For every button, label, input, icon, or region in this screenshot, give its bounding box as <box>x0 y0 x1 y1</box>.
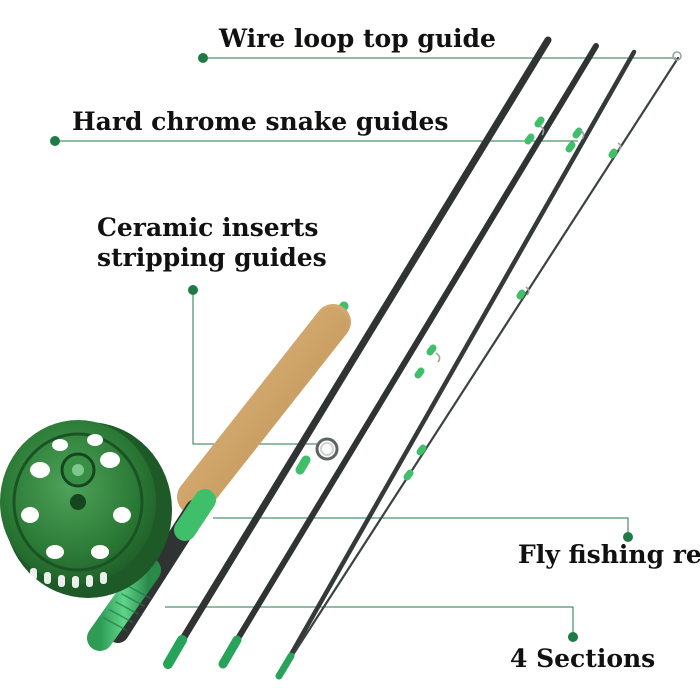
rod-section-tip <box>276 56 680 680</box>
callout-lines <box>55 57 676 636</box>
reel-ports <box>21 434 131 559</box>
guides <box>315 51 682 461</box>
callout-dots <box>50 53 633 642</box>
cork-handle <box>177 304 351 515</box>
reel-frame-slots <box>30 568 107 588</box>
ferrule-butt <box>163 635 187 669</box>
wrap-9 <box>516 289 526 300</box>
callout-ceramic-stripping-guides: Ceramic inserts stripping guides <box>97 213 327 272</box>
wrap-5 <box>426 344 437 356</box>
callout-4-sections: 4 Sections <box>510 644 656 673</box>
dot-snake-guides <box>50 136 60 146</box>
top-guide-loop <box>672 51 682 61</box>
section-ferrules <box>163 635 295 680</box>
wrap-10 <box>608 148 618 159</box>
guide-wraps <box>295 116 618 481</box>
wrap-12 <box>295 455 311 475</box>
dot-sections <box>568 632 578 642</box>
callout-ceramic-line2: stripping guides <box>97 242 327 272</box>
wrap-4 <box>565 141 576 153</box>
callout-hard-chrome-snake-guides: Hard chrome snake guides <box>72 107 449 136</box>
leader-sections <box>165 606 574 636</box>
snake-guide-4 <box>525 286 530 296</box>
rod-section-butt <box>166 36 552 664</box>
reel-seat <box>87 489 216 651</box>
reel-seat-hood <box>174 489 216 541</box>
snake-guide-5 <box>617 142 622 151</box>
fly-reel <box>0 420 172 598</box>
leader-reel <box>213 517 629 536</box>
rod-section-mid2 <box>278 49 637 675</box>
stripping-guide-insert <box>320 442 334 456</box>
dot-reel <box>623 532 633 542</box>
wrap-2 <box>524 133 535 145</box>
ferrule-mid1 <box>218 635 242 669</box>
callout-fly-fishing-reel: Fly fishing reel <box>518 540 700 569</box>
wrap-8 <box>403 469 414 481</box>
rod-section-mid1 <box>222 43 599 663</box>
snake-guide-3 <box>435 352 441 363</box>
dot-top-guide <box>198 53 208 63</box>
ferrule-mid2 <box>275 652 295 680</box>
dot-stripping-guides <box>188 285 198 295</box>
leader-stripping-guides <box>192 290 318 445</box>
wrap-1 <box>534 116 545 128</box>
wrap-6 <box>414 367 425 379</box>
reel-seat-lock <box>87 557 161 651</box>
stripping-guide-ring <box>315 437 339 461</box>
wrap-3 <box>572 127 583 139</box>
rod-sections <box>166 36 680 680</box>
callout-ceramic-line1: Ceramic inserts <box>97 213 319 242</box>
snake-guide-2 <box>579 129 585 140</box>
snake-guide-1 <box>539 125 545 136</box>
wrap-7 <box>416 444 427 456</box>
callout-wire-loop-top-guide: Wire loop top guide <box>219 24 496 53</box>
